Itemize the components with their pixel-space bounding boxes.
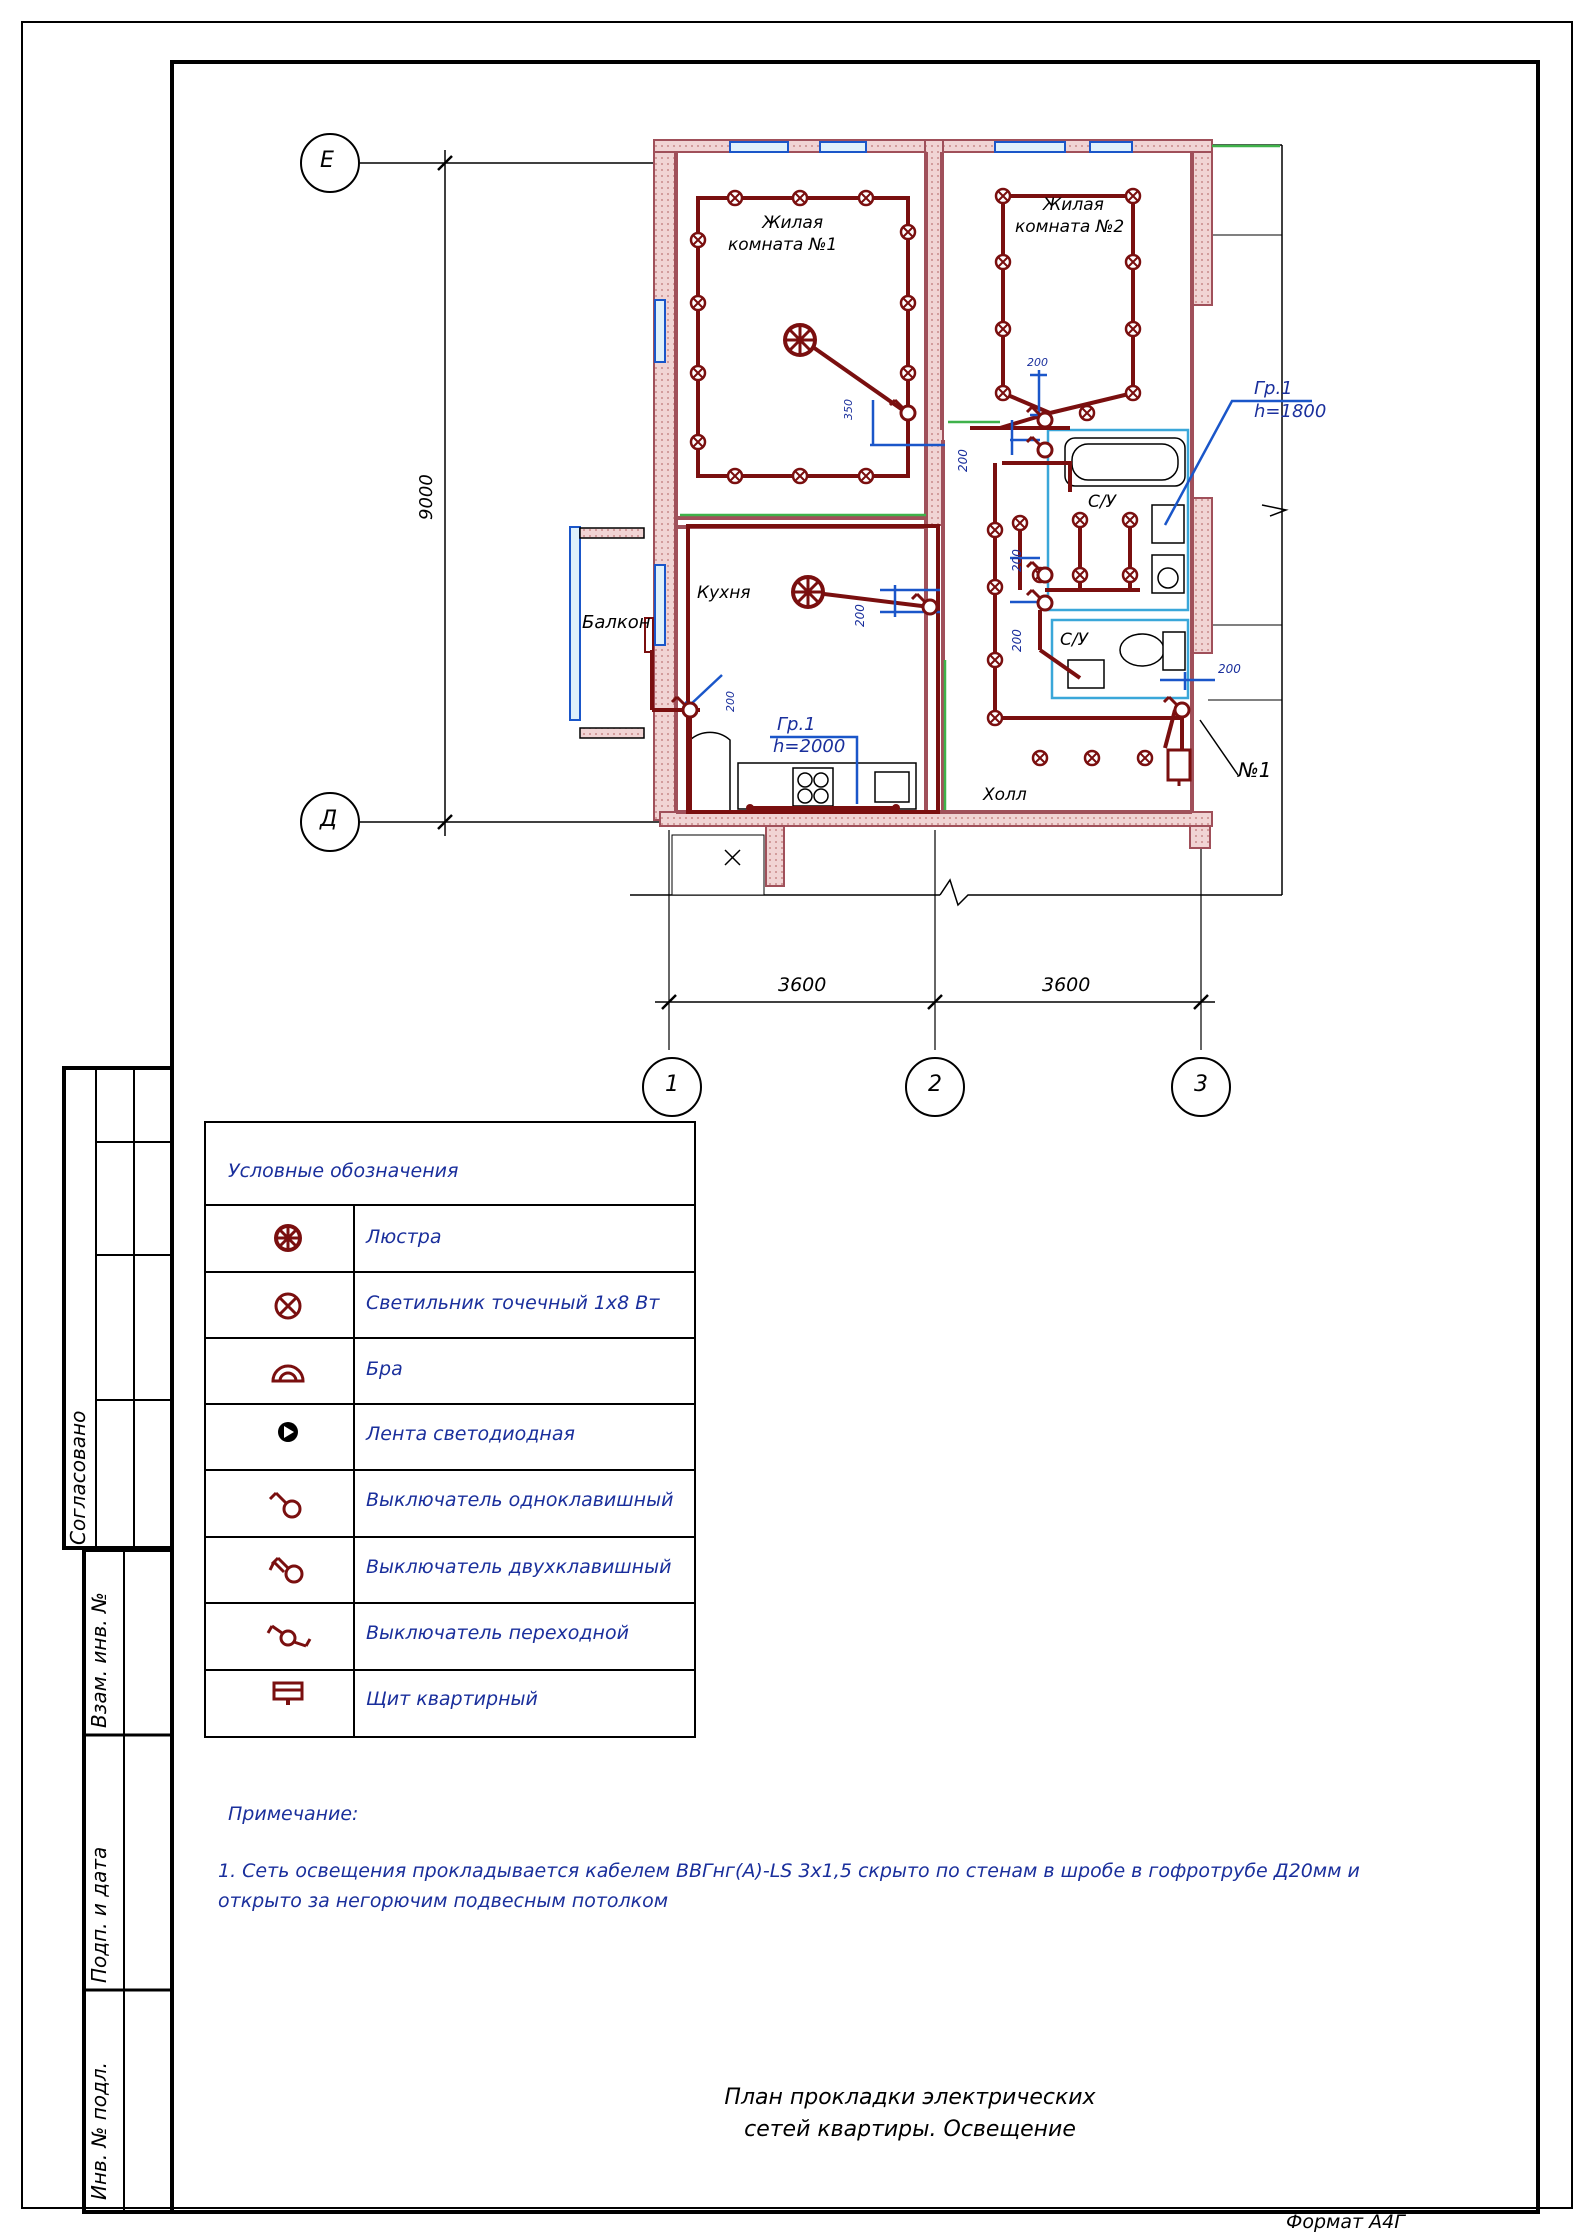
legend-title: Условные обозначения: [228, 1160, 459, 1182]
legend-label-switch-pass: Выключатель переходной: [366, 1622, 629, 1644]
panel-number: №1: [1238, 758, 1272, 782]
wc1-label: С/У: [1088, 492, 1116, 512]
dim-200-b: 200: [1218, 662, 1241, 676]
sconce-icon: [271, 1364, 305, 1383]
room1-label-line2: комната №1: [728, 235, 838, 255]
sheet-title-line1: План прокладки электрических: [724, 2085, 1096, 2110]
balcony-glass: [569, 526, 581, 721]
chandelier-room1: [783, 323, 817, 357]
dim-200-d: 200: [853, 604, 867, 627]
legend-label-led: Лента светодиодная: [366, 1423, 575, 1445]
dim-span-1: 3600: [778, 974, 827, 996]
floor-plan: [300, 133, 1312, 1117]
room2-label-line2: комната №2: [1015, 217, 1125, 237]
switch-single-icon: [268, 1491, 302, 1519]
axis-label-e: Е: [320, 148, 334, 173]
stamp-vzam: Взам. инв. №: [87, 1592, 111, 1728]
dim-200-f: 200: [1010, 629, 1024, 652]
axis-label-d: Д: [320, 807, 338, 832]
axis-label-1: 1: [665, 1072, 679, 1097]
dim-height: 9000: [416, 474, 437, 520]
axis-bubble-1: [642, 1057, 702, 1117]
wc2-label: С/У: [1060, 630, 1088, 650]
room2-label-line1: Жилая: [1043, 195, 1104, 215]
legend-label-switch-single: Выключатель одноклавишный: [366, 1489, 674, 1511]
axis-bubble-2: [905, 1057, 965, 1117]
height-mark-bath: h=1800: [1254, 401, 1327, 422]
dim-200-a: 200: [1027, 356, 1048, 369]
sheet-title: План прокладки электрических сетей кварт…: [560, 2082, 1260, 2146]
group-mark-kitchen: Гр.1: [777, 714, 816, 735]
dim-200-e: 200: [1010, 549, 1024, 572]
room2-label: Жилая комната №2: [1015, 194, 1124, 238]
note-line-1: 1. Сеть освещения прокладывается кабелем…: [218, 1860, 1360, 1882]
panel-box: [1166, 748, 1192, 782]
dim-200-g: 200: [724, 691, 737, 712]
legend-table: [204, 1121, 696, 1738]
dim-200-c: 200: [956, 449, 970, 472]
note-heading: Примечание:: [228, 1803, 359, 1825]
axis-bubble-3: [1171, 1057, 1231, 1117]
room1-label: Жилая комната №1: [728, 212, 837, 256]
outer-frame: [21, 21, 1573, 2209]
format-label: Формат А4Г: [1286, 2211, 1405, 2233]
note-line-2: открыто за негорючим подвесным потолком: [218, 1890, 669, 1912]
legend-label-switch-double: Выключатель двухклавишный: [366, 1556, 672, 1578]
panel-icon: [272, 1681, 304, 1705]
switch-pass-icon: [266, 1624, 312, 1648]
switch-double-icon: [268, 1556, 304, 1584]
axis-bubble-d: [300, 792, 360, 852]
led-strip-icon: [278, 1422, 298, 1442]
side-stamp: [62, 1066, 174, 2214]
legend-label-spot: Светильник точечный 1х8 Вт: [366, 1292, 660, 1314]
spot-light-icon: [274, 1292, 302, 1320]
kitchen-label: Кухня: [697, 583, 751, 603]
stamp-inv: Инв. № подл.: [87, 2062, 111, 2200]
stamp-agreed: Согласовано: [66, 1410, 90, 1545]
balcony-label: Балкон: [582, 612, 651, 633]
dim-350: 350: [842, 399, 855, 420]
stamp-podp: Подп. и дата: [87, 1846, 111, 1983]
room1-label-line1: Жилая: [762, 213, 824, 233]
chandelier-kitchen: [791, 575, 825, 609]
dim-span-2: 3600: [1042, 974, 1091, 996]
group-mark-bath: Гр.1: [1254, 378, 1293, 399]
legend-label-panel: Щит квартирный: [366, 1688, 538, 1710]
legend-label-chandelier: Люстра: [366, 1226, 442, 1248]
chandelier-icon: [274, 1224, 302, 1252]
axis-label-2: 2: [928, 1072, 942, 1097]
axis-bubble-e: [300, 133, 360, 193]
axis-label-3: 3: [1194, 1072, 1208, 1097]
hall-label: Холл: [983, 785, 1027, 805]
sheet-title-line2: сетей квартиры. Освещение: [744, 2117, 1076, 2142]
height-mark-kitchen: h=2000: [773, 736, 846, 757]
legend-label-sconce: Бра: [366, 1358, 403, 1380]
